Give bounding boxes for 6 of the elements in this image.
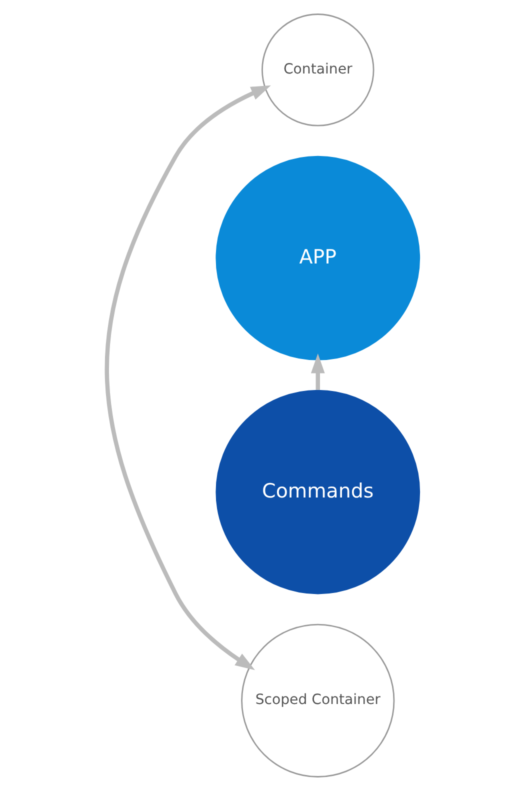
arrow bbox=[104, 85, 271, 670]
node-circle: Commands bbox=[216, 390, 420, 594]
node-circle: APP bbox=[216, 156, 420, 360]
arrow bbox=[310, 353, 325, 390]
node-circle: Container bbox=[262, 14, 374, 126]
node-circle: Scoped Container bbox=[241, 624, 395, 778]
